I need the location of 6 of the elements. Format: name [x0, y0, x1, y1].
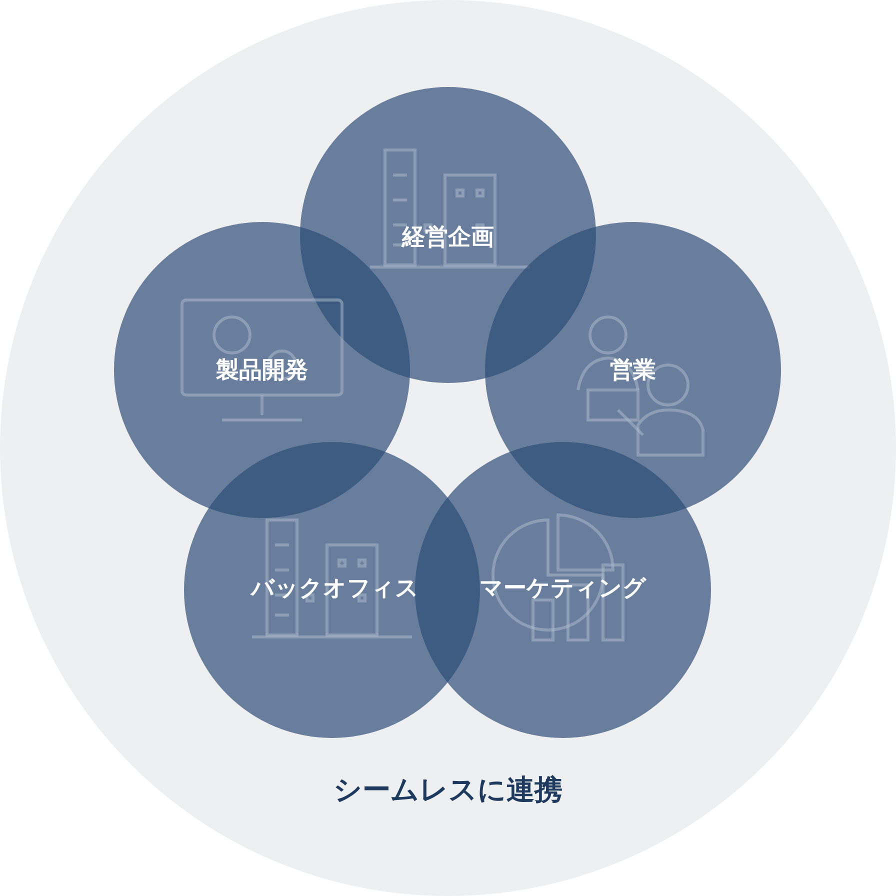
caption-text: シームレスに連携	[334, 772, 562, 808]
department-label: 営業	[610, 356, 656, 386]
department-label: マーケティング	[480, 574, 646, 604]
department-label: 製品開発	[216, 356, 308, 386]
department-label: バックオフィス	[251, 574, 419, 604]
department-label: 経営企画	[402, 224, 494, 252]
